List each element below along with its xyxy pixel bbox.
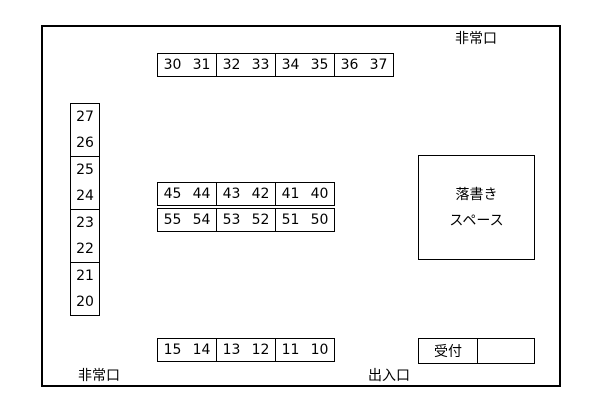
booth-number: 33 bbox=[251, 57, 270, 73]
booth-number: 12 bbox=[251, 342, 270, 358]
booth-row-top: 30 31 32 33 34 35 36 37 bbox=[157, 53, 394, 77]
graffiti-space-label-line2: スペース bbox=[449, 212, 504, 229]
booth-number: 36 bbox=[340, 57, 359, 73]
booth-number: 53 bbox=[222, 212, 241, 228]
booth-number: 45 bbox=[163, 186, 182, 202]
booth-number: 22 bbox=[76, 241, 94, 257]
booth-number: 15 bbox=[163, 342, 182, 358]
booth-number: 44 bbox=[192, 186, 211, 202]
booth-number: 31 bbox=[192, 57, 211, 73]
booth-block: 27 26 bbox=[70, 103, 100, 157]
emergency-exit-bottom-label: 非常口 bbox=[78, 368, 120, 384]
booth-block: 11 10 bbox=[275, 338, 335, 362]
reception-label: 受付 bbox=[419, 339, 478, 363]
booth-block: 13 12 bbox=[216, 338, 276, 362]
booth-number: 37 bbox=[369, 57, 388, 73]
booth-block: 45 44 bbox=[157, 182, 217, 206]
booth-number: 32 bbox=[222, 57, 241, 73]
booth-number: 23 bbox=[76, 215, 94, 231]
booth-number: 54 bbox=[192, 212, 211, 228]
booth-block: 34 35 bbox=[275, 53, 335, 77]
booth-number: 34 bbox=[281, 57, 300, 73]
booth-number: 51 bbox=[281, 212, 300, 228]
booth-number: 14 bbox=[192, 342, 211, 358]
booth-number: 21 bbox=[76, 268, 94, 284]
booth-block: 23 22 bbox=[70, 209, 100, 263]
booth-block: 32 33 bbox=[216, 53, 276, 77]
booth-number: 11 bbox=[281, 342, 300, 358]
booth-block: 41 40 bbox=[275, 182, 335, 206]
booth-number: 10 bbox=[310, 342, 329, 358]
booth-number: 40 bbox=[310, 186, 329, 202]
booth-number: 55 bbox=[163, 212, 182, 228]
booth-block: 43 42 bbox=[216, 182, 276, 206]
graffiti-space-label-line1: 落書き bbox=[455, 186, 498, 203]
booth-row-middle-upper: 45 44 43 42 41 40 bbox=[157, 182, 335, 206]
booth-block: 25 24 bbox=[70, 156, 100, 210]
emergency-exit-top-label: 非常口 bbox=[455, 31, 497, 47]
booth-number: 13 bbox=[222, 342, 241, 358]
booth-block: 55 54 bbox=[157, 208, 217, 232]
booth-block: 36 37 bbox=[334, 53, 394, 77]
booth-number: 25 bbox=[76, 162, 94, 178]
booth-number: 30 bbox=[163, 57, 182, 73]
booth-number: 26 bbox=[76, 135, 94, 151]
booth-column-left: 27 26 25 24 23 22 21 20 bbox=[70, 103, 100, 316]
booth-number: 50 bbox=[310, 212, 329, 228]
booth-number: 35 bbox=[310, 57, 329, 73]
booth-number: 24 bbox=[76, 188, 94, 204]
graffiti-space: 落書き スペース bbox=[418, 155, 535, 260]
venue-floor-outline bbox=[41, 25, 561, 387]
booth-block: 53 52 bbox=[216, 208, 276, 232]
booth-block: 21 20 bbox=[70, 262, 100, 316]
booth-block: 51 50 bbox=[275, 208, 335, 232]
booth-block: 30 31 bbox=[157, 53, 217, 77]
entrance-label: 出入口 bbox=[368, 368, 410, 384]
booth-number: 52 bbox=[251, 212, 270, 228]
booth-number: 20 bbox=[76, 294, 94, 310]
booth-number: 41 bbox=[281, 186, 300, 202]
reception-desk: 受付 bbox=[418, 338, 535, 364]
booth-number: 27 bbox=[76, 109, 94, 125]
booth-row-middle-lower: 55 54 53 52 51 50 bbox=[157, 208, 335, 232]
booth-number: 42 bbox=[251, 186, 270, 202]
reception-blank-cell bbox=[478, 339, 534, 363]
booth-number: 43 bbox=[222, 186, 241, 202]
